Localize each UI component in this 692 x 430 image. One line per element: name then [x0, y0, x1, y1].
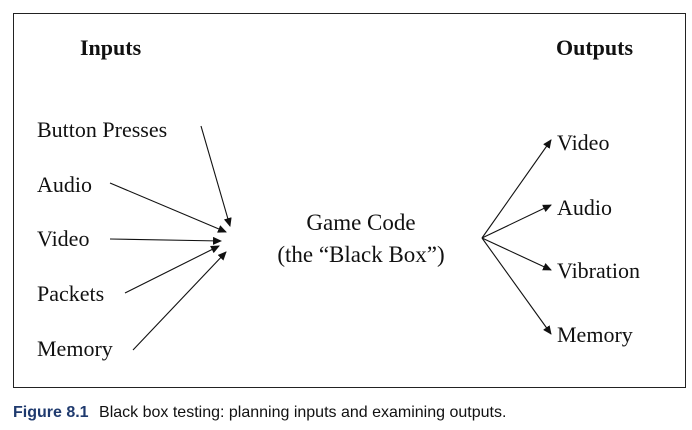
caption-text: Black box testing: planning inputs and e…: [99, 404, 507, 421]
output-video: Video: [557, 130, 609, 155]
game-code-label: Game Code: [306, 210, 415, 235]
outputs-heading: Outputs: [556, 35, 633, 60]
arrow-button-presses: [200, 125, 232, 227]
diagram-frame: [13, 13, 686, 388]
arrow-packets: [124, 245, 220, 294]
input-audio: Audio: [37, 172, 92, 197]
figure-number: Figure 8.1: [13, 404, 89, 421]
input-memory: Memory: [37, 336, 113, 361]
input-packets: Packets: [37, 281, 104, 306]
black-box-label: (the “Black Box”): [277, 242, 444, 267]
input-button-presses: Button Presses: [37, 117, 167, 142]
arrow-out-video: [481, 139, 552, 239]
arrow-memory: [132, 251, 227, 351]
arrow-out-memory: [481, 237, 552, 335]
inputs-heading: Inputs: [80, 35, 142, 60]
output-memory: Memory: [557, 322, 633, 347]
arrow-audio: [109, 182, 227, 233]
arrow-video: [109, 236, 222, 245]
output-vibration: Vibration: [557, 258, 640, 283]
input-video: Video: [37, 226, 89, 251]
arrow-out-audio: [481, 204, 552, 239]
figure-caption: Figure 8.1 Black box testing: planning i…: [13, 404, 506, 422]
arrow-out-vibration: [481, 237, 552, 271]
output-audio: Audio: [557, 195, 612, 220]
